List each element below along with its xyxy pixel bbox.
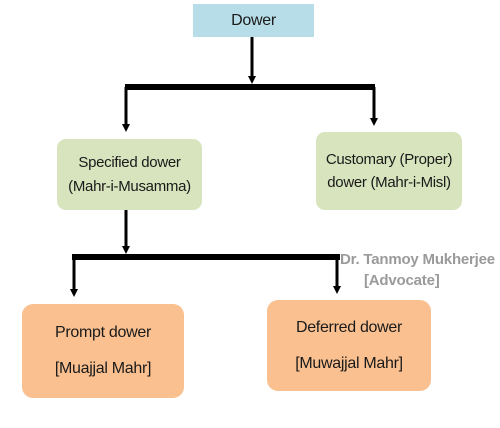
node-specified-dower: Specified dower (Mahr-i-Musamma): [57, 139, 202, 210]
watermark-name: Dr. Tanmoy Mukherjee: [340, 251, 495, 268]
node-customary-dower: Customary (Proper) dower (Mahr-i-Misl): [316, 132, 462, 210]
node-prompt-dower: Prompt dower [Muajjal Mahr]: [22, 304, 184, 398]
author-watermark: Dr. Tanmoy Mukherjee [Advocate]: [340, 249, 495, 291]
node-dower-label: Dower: [231, 11, 276, 29]
node-customary-line1: Customary (Proper): [325, 150, 453, 168]
node-deferred-line2: [Muwajjal Mahr]: [295, 354, 403, 372]
node-specified-line1: Specified dower: [78, 154, 181, 172]
node-prompt-line2: [Muajjal Mahr]: [54, 360, 152, 377]
node-deferred-line1: Deferred dower: [295, 318, 403, 336]
node-specified-line2: (Mahr-i-Musamma): [68, 177, 191, 195]
node-dower: Dower: [193, 4, 314, 37]
node-deferred-dower: Deferred dower [Muwajjal Mahr]: [267, 300, 431, 391]
node-prompt-line1: Prompt dower: [55, 324, 151, 341]
watermark-title: [Advocate]: [364, 272, 440, 289]
node-customary-line2: dower (Mahr-i-Misl): [327, 174, 451, 191]
